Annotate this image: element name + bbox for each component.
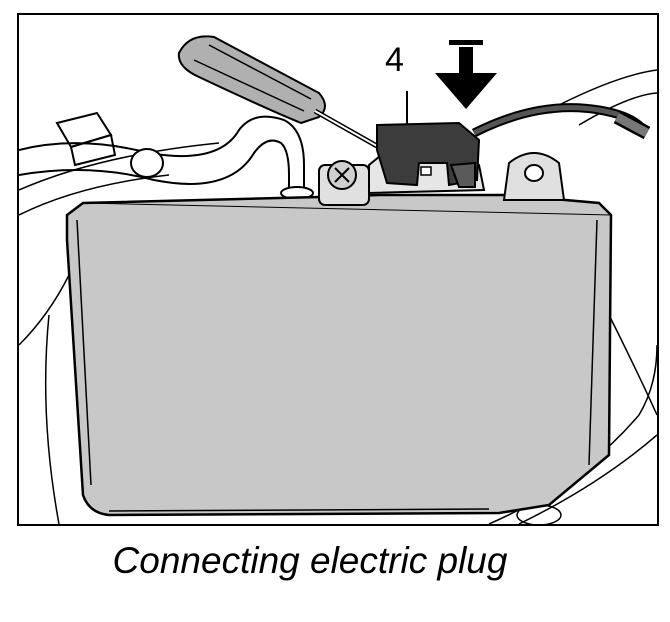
figure-caption: Connecting electric plug — [112, 540, 508, 581]
nut — [130, 148, 164, 178]
mounting-tab — [502, 152, 566, 201]
cable-icon — [471, 103, 651, 140]
electric-plug-icon — [368, 121, 486, 195]
screwdriver-icon — [177, 35, 416, 170]
screw-icon — [318, 160, 370, 206]
hose — [19, 115, 314, 200]
diagram-illustration: 4 — [19, 35, 657, 524]
diagram-frame: 4 — [17, 13, 659, 526]
background-body-outline — [19, 69, 657, 524]
control-unit-housing — [65, 193, 613, 517]
down-arrow-icon — [435, 40, 497, 109]
left-bracket — [55, 111, 117, 167]
callout-label: 4 — [385, 41, 404, 79]
